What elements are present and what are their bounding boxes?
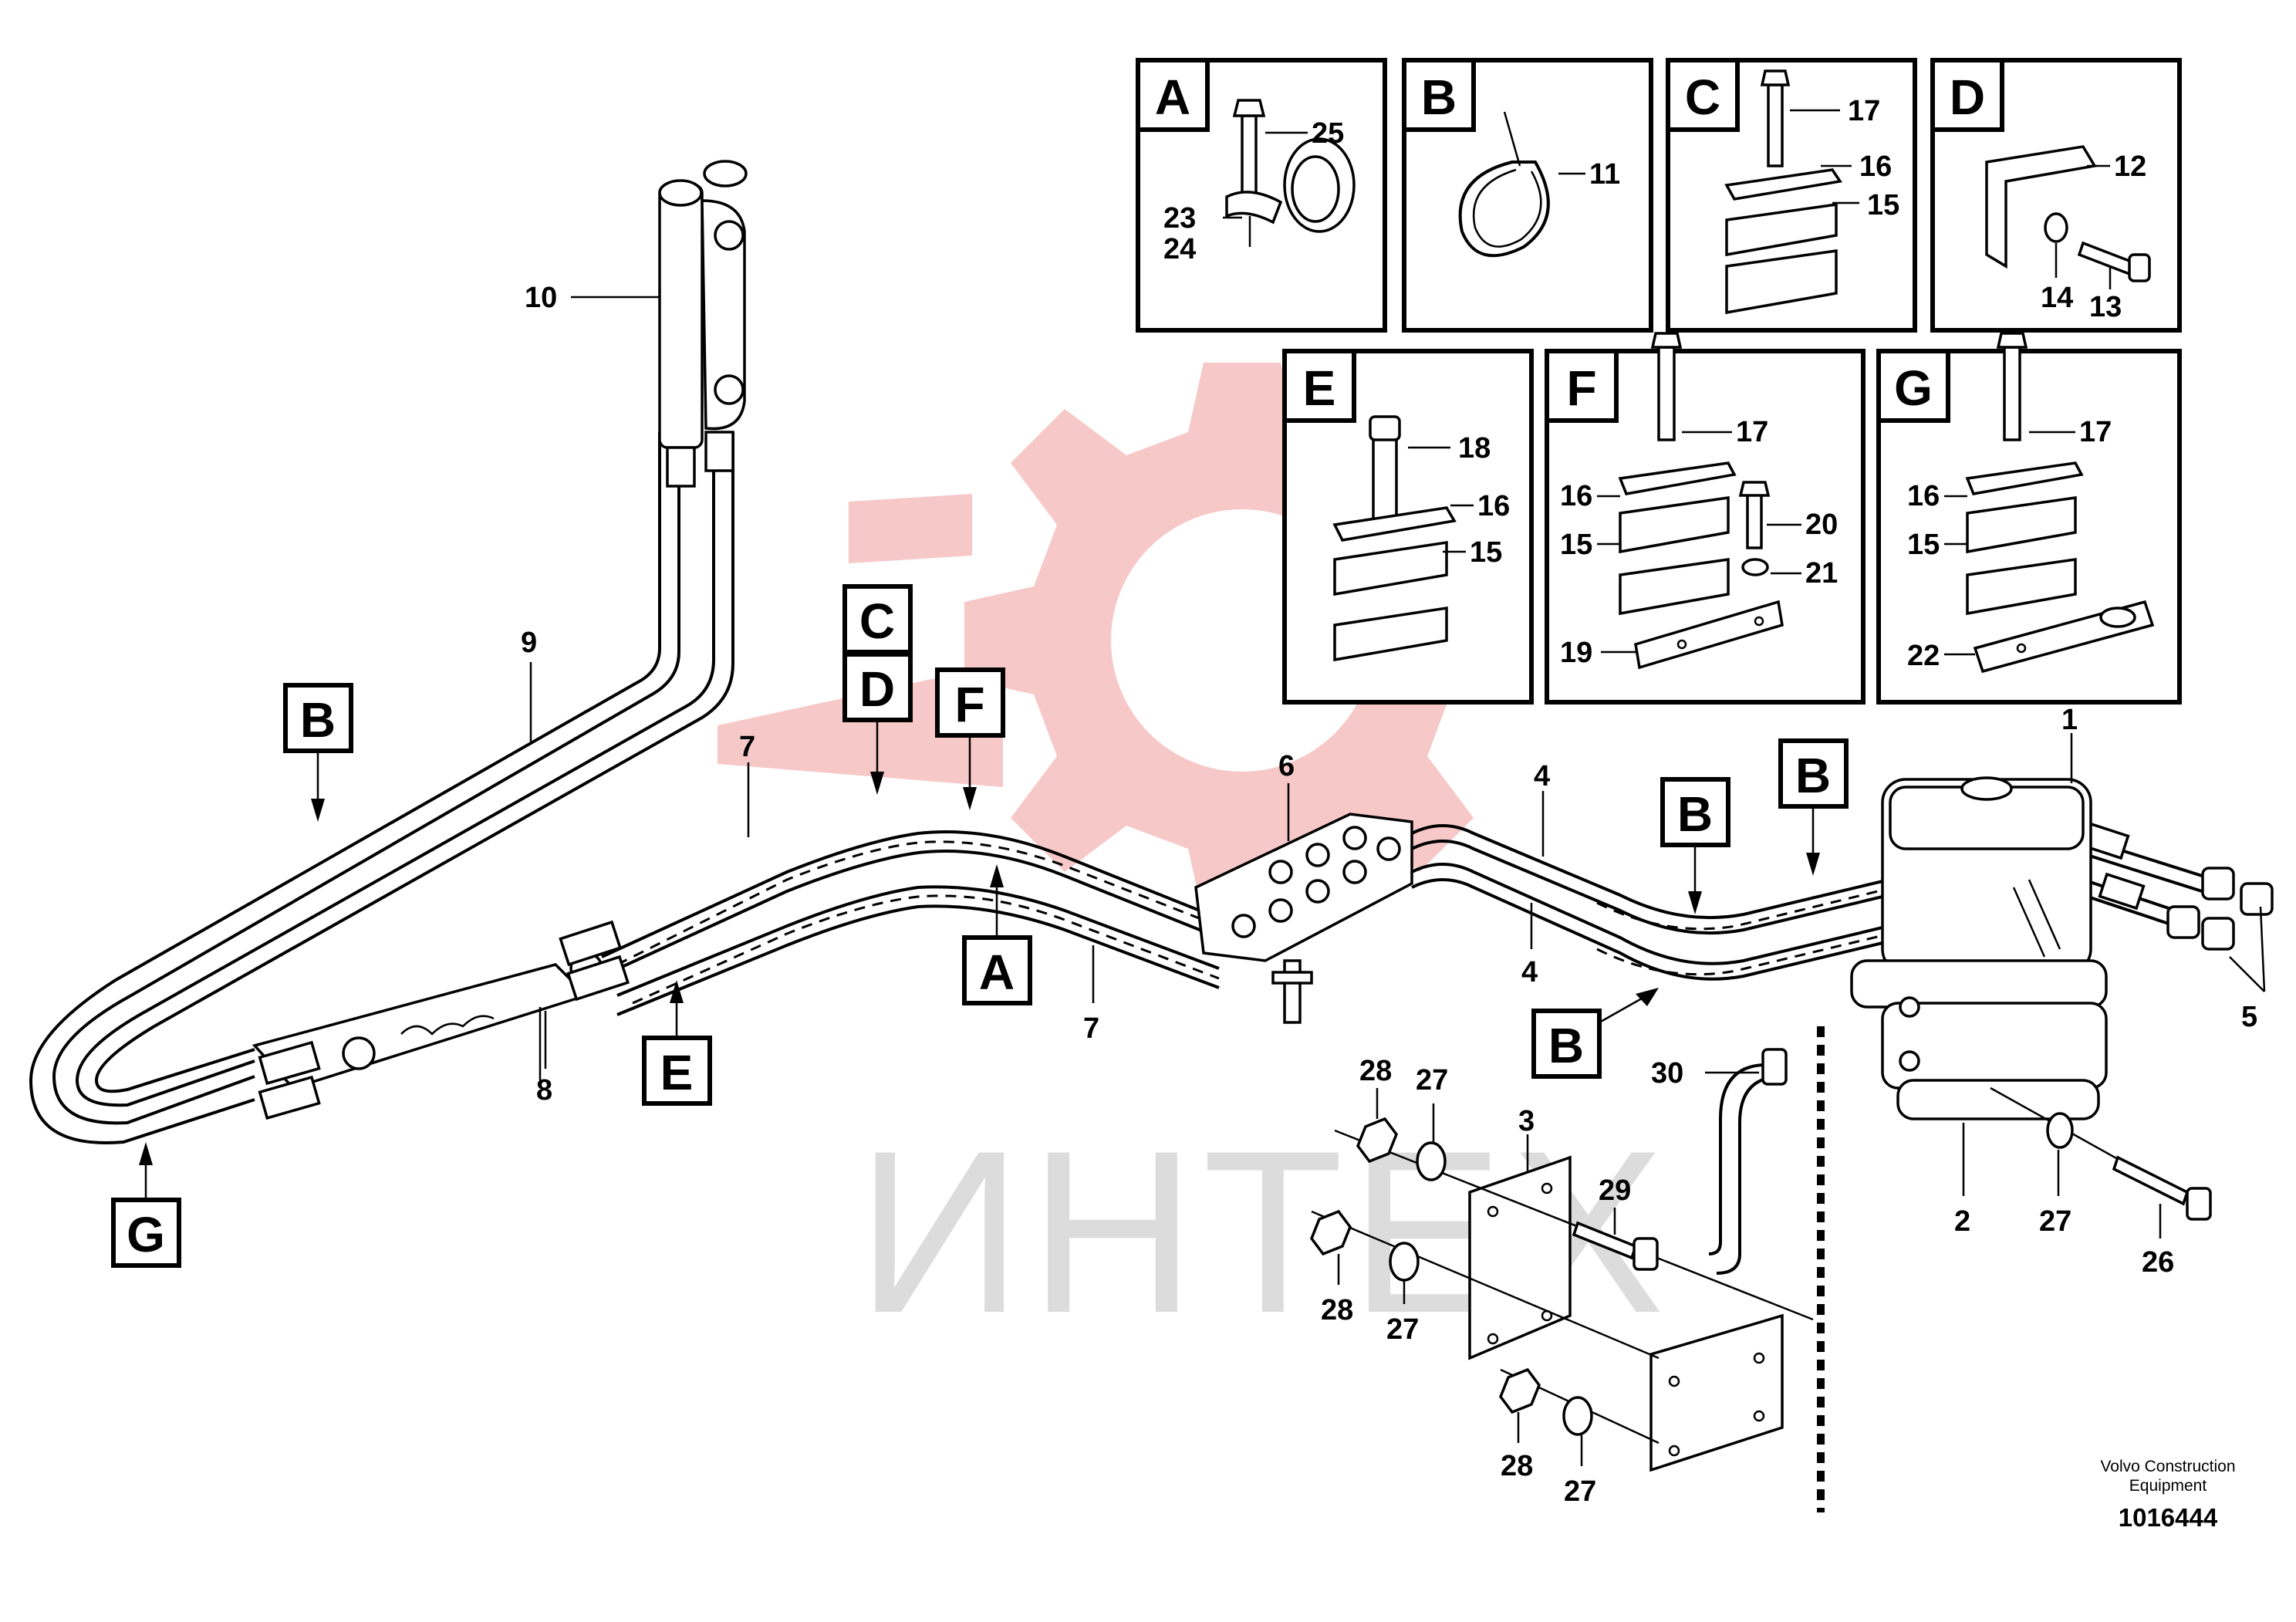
marker-b-lower: B xyxy=(1531,988,1659,1079)
footer-company: Volvo Construction xyxy=(2100,1458,2235,1475)
callout-27-right: 27 xyxy=(2039,1205,2071,1238)
panel-g-callout-17: 17 xyxy=(2079,416,2112,448)
panel-e-callout-15: 15 xyxy=(1470,536,1502,569)
callout-4-lower: 4 xyxy=(1521,956,1538,988)
panel-e-callout-16: 16 xyxy=(1477,490,1510,522)
footer-company-line2: Equipment xyxy=(2129,1477,2207,1495)
panel-f-callout-20: 20 xyxy=(1805,509,1838,541)
panel-f-callout-15: 15 xyxy=(1560,529,1592,561)
marker-b-left: B xyxy=(283,683,353,822)
panel-a-callout-23: 23 xyxy=(1163,202,1196,235)
detail-panel-g: G 17 16 15 22 xyxy=(1876,332,2182,705)
mount-plate-3 xyxy=(1468,1155,1784,1472)
panel-d-callout-14: 14 xyxy=(2041,282,2073,314)
part-callouts: 10 9 7 7 8 6 4 4 1 5 30 2 2 xyxy=(521,282,2266,1508)
panel-g-callout-15: 15 xyxy=(1907,529,1940,561)
marker-b-mid: B xyxy=(1660,777,1730,914)
distributor-block-6 xyxy=(1194,813,1413,1024)
view-markers: B C D F A xyxy=(111,584,1849,1268)
reservoir-base-2 xyxy=(1850,959,2108,1120)
callout-6: 6 xyxy=(1278,750,1295,782)
panel-f-letter: F xyxy=(1566,360,1596,416)
panel-g-letter: G xyxy=(1894,360,1933,416)
panel-e-letter: E xyxy=(1303,360,1336,416)
detail-panels: A 25 23 24 B 11 C xyxy=(1136,58,2182,705)
drawing-footer: Volvo Construction Equipment 1016444 xyxy=(2100,1458,2235,1532)
callout-7-lower: 7 xyxy=(1083,1012,1099,1045)
panel-f-callout-19: 19 xyxy=(1560,637,1592,669)
callout-5: 5 xyxy=(2241,1001,2257,1033)
svg-text:B: B xyxy=(1795,748,1831,803)
panel-c-callout-15: 15 xyxy=(1867,189,1899,221)
hose-assembly xyxy=(29,160,2274,1512)
panel-c-letter: C xyxy=(1685,69,1720,125)
panel-a-letter: A xyxy=(1155,69,1190,125)
callout-1: 1 xyxy=(2061,704,2078,736)
panel-f-callout-21: 21 xyxy=(1805,557,1838,590)
marker-f: F xyxy=(935,667,1005,810)
footer-drawing-number: 1016444 xyxy=(2119,1503,2218,1532)
detail-panel-c: C 17 16 15 xyxy=(1666,58,1917,333)
detail-panel-e: E 18 16 15 xyxy=(1282,349,1534,705)
marker-a: A xyxy=(962,864,1032,1005)
svg-text:B: B xyxy=(300,692,336,748)
detail-panel-a: A 25 23 24 xyxy=(1136,58,1387,333)
callout-4-upper: 4 xyxy=(1534,760,1550,792)
marker-d: D xyxy=(842,652,913,795)
svg-text:E: E xyxy=(660,1045,694,1100)
callout-27-mid: 27 xyxy=(1386,1313,1419,1346)
callout-3: 3 xyxy=(1518,1105,1535,1137)
svg-text:B: B xyxy=(1548,1018,1584,1073)
callout-10: 10 xyxy=(525,282,557,314)
marker-c: C xyxy=(842,584,913,654)
svg-text:G: G xyxy=(127,1207,165,1262)
panel-a-callout-25: 25 xyxy=(1312,117,1344,150)
panel-d-callout-12: 12 xyxy=(2114,150,2146,183)
panel-f-callout-17: 17 xyxy=(1736,416,1768,448)
connector-block-10 xyxy=(658,184,704,449)
marker-g: G xyxy=(111,1142,181,1268)
svg-text:B: B xyxy=(1677,786,1713,842)
callout-27-top: 27 xyxy=(1416,1064,1448,1097)
connector-block-10-side xyxy=(701,199,746,431)
callout-26: 26 xyxy=(2142,1246,2174,1279)
panel-b-letter: B xyxy=(1421,69,1457,125)
panel-d-callout-13: 13 xyxy=(2089,291,2122,323)
panel-b-callout-11: 11 xyxy=(1589,158,1620,191)
svg-text:C: C xyxy=(859,593,895,649)
svg-text:F: F xyxy=(954,677,984,732)
callout-7-upper: 7 xyxy=(739,731,755,763)
panel-g-callout-22: 22 xyxy=(1907,640,1940,672)
panel-e-callout-18: 18 xyxy=(1458,432,1491,465)
panel-c-callout-17: 17 xyxy=(1848,95,1880,127)
callout-2: 2 xyxy=(1954,1205,1970,1238)
panel-g-callout-16: 16 xyxy=(1907,480,1940,512)
callout-9: 9 xyxy=(521,627,537,659)
callout-28-top: 28 xyxy=(1359,1055,1392,1087)
callout-28-mid: 28 xyxy=(1321,1294,1353,1326)
svg-text:D: D xyxy=(859,661,895,717)
marker-b-right: B xyxy=(1778,738,1849,876)
fastener-hardware xyxy=(1310,1086,2212,1445)
callout-29: 29 xyxy=(1599,1174,1631,1207)
panel-a-callout-24: 24 xyxy=(1163,233,1196,265)
detail-panel-d: D 12 14 13 xyxy=(1930,58,2182,333)
panel-c-callout-16: 16 xyxy=(1859,150,1892,183)
callout-30: 30 xyxy=(1651,1057,1683,1090)
detail-panel-f: F 17 16 20 15 21 19 xyxy=(1545,332,1866,705)
reservoir-1 xyxy=(1881,776,2092,974)
panel-f-callout-16: 16 xyxy=(1560,480,1592,512)
svg-text:A: A xyxy=(979,944,1015,1000)
detail-panel-b: B 11 xyxy=(1402,58,1653,333)
callout-8: 8 xyxy=(536,1074,552,1107)
marker-e: E xyxy=(642,980,712,1106)
panel-d-letter: D xyxy=(1950,69,1985,125)
callout-27-bottom: 27 xyxy=(1564,1475,1596,1508)
callout-28-bottom: 28 xyxy=(1501,1450,1533,1482)
